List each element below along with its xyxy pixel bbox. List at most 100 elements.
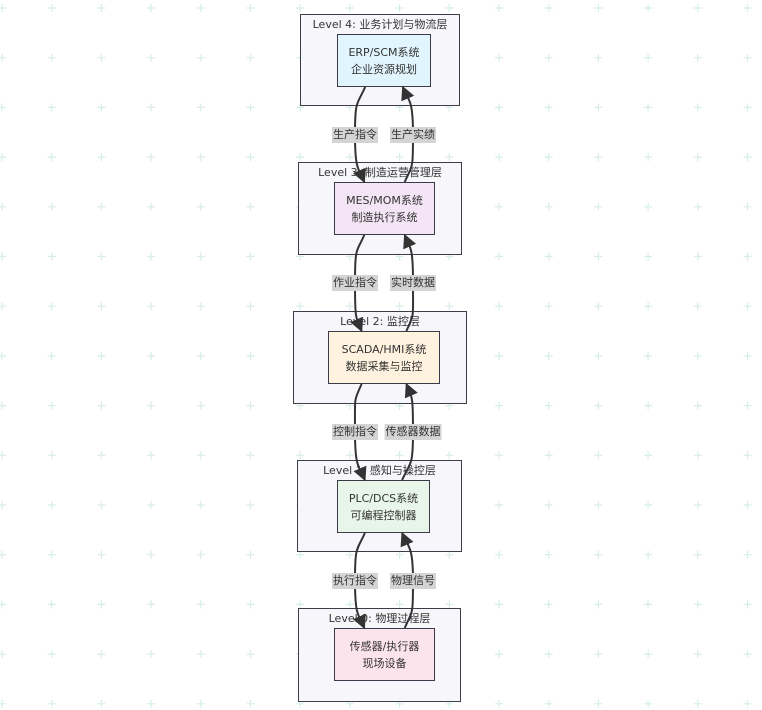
grid-cross (246, 202, 255, 211)
edge-label-down: 控制指令 (332, 424, 378, 440)
grid-cross (693, 451, 702, 460)
grid-cross (47, 4, 56, 12)
grid-cross (246, 401, 255, 410)
grid-cross (445, 451, 454, 460)
grid-cross (743, 550, 752, 559)
grid-cross (594, 103, 603, 112)
grid-cross (445, 153, 454, 162)
grid-cross (693, 550, 702, 559)
grid-cross (495, 600, 503, 609)
grid-cross (544, 252, 553, 261)
grid-cross (544, 53, 553, 62)
grid-cross (0, 650, 6, 659)
grid-cross (196, 4, 205, 12)
edge-label-up: 物理信号 (390, 572, 436, 589)
grid-cross (0, 252, 6, 261)
grid-cross (97, 699, 106, 708)
grid-cross (644, 451, 653, 460)
grid-cross (246, 53, 255, 62)
grid-cross (47, 202, 56, 211)
grid-cross (743, 53, 752, 62)
edge-label-down: 生产指令 (332, 126, 378, 143)
grid-cross (0, 699, 6, 708)
grid-cross (246, 650, 255, 659)
grid-cross (644, 501, 653, 509)
grid-cross (47, 53, 56, 62)
edge-label-down: 作业指令 (332, 275, 378, 291)
grid-cross (0, 202, 6, 211)
grid-cross (0, 550, 6, 559)
grid-cross (296, 550, 305, 559)
grid-cross (495, 401, 503, 410)
field-device-node: 传感器/执行器 现场设备 (334, 628, 435, 681)
grid-cross (246, 451, 255, 460)
grid-cross (644, 650, 653, 659)
grid-cross (495, 53, 503, 62)
grid-cross (495, 451, 503, 460)
grid-cross (495, 302, 503, 311)
grid-cross (97, 103, 106, 112)
grid-cross (644, 53, 653, 62)
plc-dcs-node: PLC/DCS系统 可编程控制器 (337, 480, 430, 533)
grid-cross (644, 351, 653, 360)
grid-cross (147, 103, 156, 112)
grid-cross (47, 550, 56, 559)
grid-cross (743, 650, 752, 659)
grid-cross (644, 600, 653, 609)
grid-cross (693, 699, 702, 708)
scada-hmi-node: SCADA/HMI系统 数据采集与监控 (328, 331, 440, 384)
grid-cross (196, 401, 205, 410)
grid-cross (594, 650, 603, 659)
node-label-line1: 传感器/执行器 (349, 639, 420, 653)
grid-cross (495, 650, 503, 659)
grid-cross (743, 451, 752, 460)
grid-cross (594, 252, 603, 261)
edge-label-up: 传感器数据 (384, 424, 442, 440)
grid-cross (97, 153, 106, 162)
grid-cross (743, 202, 752, 211)
grid-cross (47, 501, 56, 509)
grid-cross (445, 302, 454, 311)
grid-cross (544, 401, 553, 410)
grid-cross (147, 451, 156, 460)
grid-cross (594, 451, 603, 460)
node-label-line1: PLC/DCS系统 (348, 491, 419, 505)
grid-cross (97, 451, 106, 460)
grid-cross (594, 550, 603, 559)
grid-cross (0, 401, 6, 410)
grid-cross (644, 252, 653, 261)
grid-cross (594, 153, 603, 162)
grid-cross (345, 550, 354, 559)
grid-cross (693, 650, 702, 659)
grid-cross (97, 401, 106, 410)
grid-cross (296, 302, 305, 311)
grid-cross (345, 600, 354, 609)
erp-scm-node: ERP/SCM系统 企业资源规划 (337, 34, 431, 87)
grid-cross (693, 401, 702, 410)
node-label-line1: SCADA/HMI系统 (341, 342, 427, 356)
grid-cross (743, 699, 752, 708)
grid-cross (544, 451, 553, 460)
node-label-line1: ERP/SCM系统 (348, 45, 420, 59)
grid-cross (0, 451, 6, 460)
grid-cross (147, 202, 156, 211)
grid-cross (196, 451, 205, 460)
grid-cross (644, 153, 653, 162)
grid-cross (693, 4, 702, 12)
node-label-line2: 数据采集与监控 (345, 359, 423, 373)
grid-cross (196, 600, 205, 609)
mes-mom-node: MES/MOM系统 制造执行系统 (334, 182, 435, 235)
grid-cross (0, 103, 6, 112)
grid-cross (97, 252, 106, 261)
grid-cross (544, 202, 553, 211)
grid-cross (147, 650, 156, 659)
layer-title: Level 4: 业务计划与物流层 (312, 18, 448, 31)
grid-cross (495, 699, 503, 708)
grid-cross (0, 351, 6, 360)
node-label-line1: MES/MOM系统 (346, 193, 423, 207)
grid-cross (395, 302, 404, 311)
grid-cross (196, 302, 205, 311)
grid-cross (594, 401, 603, 410)
edge-label-up: 生产实绩 (390, 126, 436, 143)
